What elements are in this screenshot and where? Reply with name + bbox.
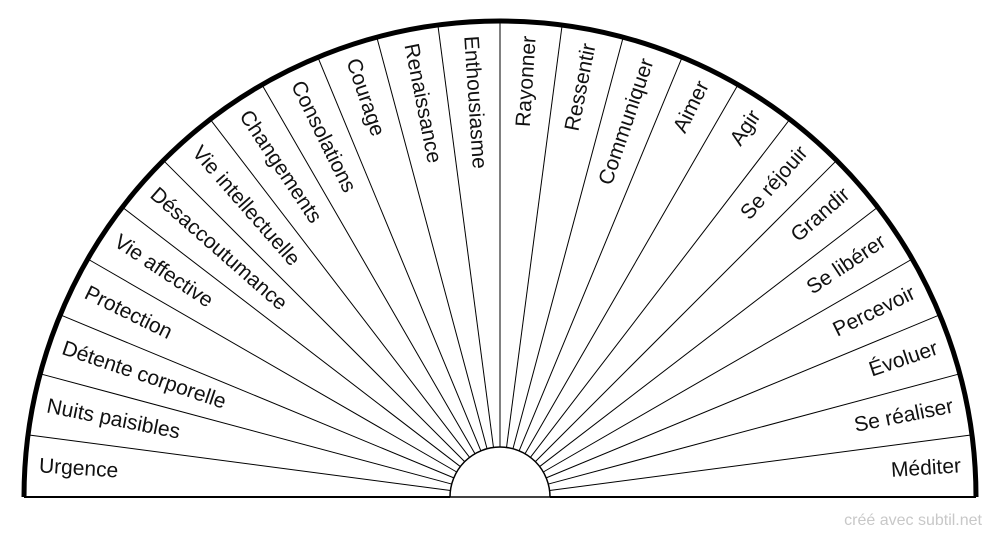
sector-divider bbox=[122, 206, 461, 467]
sector-divider bbox=[317, 57, 482, 451]
sector-label: Grandir bbox=[786, 183, 854, 246]
inner-arc bbox=[449, 446, 551, 498]
sector-label: Courage bbox=[342, 56, 390, 140]
sector-divider bbox=[530, 119, 791, 458]
sector-divider bbox=[163, 160, 465, 462]
sector-divider bbox=[28, 434, 451, 491]
credit-text: créé avec subtil.net bbox=[844, 512, 982, 529]
sector-label: Se libérer bbox=[802, 230, 890, 299]
sector-label: Rayonner bbox=[512, 35, 541, 127]
sector-label: Protection bbox=[81, 281, 176, 343]
sector-divider bbox=[261, 84, 476, 454]
sector-label: Urgence bbox=[38, 454, 119, 482]
sector-divider bbox=[40, 373, 452, 485]
sector-divider bbox=[60, 314, 454, 479]
sector-divider bbox=[524, 84, 739, 454]
sector-dividers bbox=[28, 21, 972, 491]
sector-label: Ressentir bbox=[561, 41, 601, 132]
sector-divider bbox=[506, 25, 563, 448]
sector-label: Nuits paisibles bbox=[45, 395, 182, 444]
sector-divider bbox=[549, 434, 972, 491]
sector-divider bbox=[209, 119, 470, 458]
sector-label: Se réjouir bbox=[736, 141, 813, 224]
sector-label: Méditer bbox=[890, 454, 961, 482]
sector-label: Se réaliser bbox=[852, 395, 955, 437]
sector-divider bbox=[539, 206, 878, 467]
sector-divider bbox=[535, 160, 837, 462]
sector-label: Évoluer bbox=[866, 337, 941, 382]
sector-divider bbox=[87, 258, 457, 473]
sector-label: Percevoir bbox=[829, 281, 919, 341]
sector-label: Communiquer bbox=[594, 56, 658, 188]
sector-label: Agir bbox=[726, 106, 766, 150]
outer-arc bbox=[21, 18, 979, 498]
sector-divider bbox=[543, 258, 913, 473]
sector-divider bbox=[376, 37, 488, 449]
sector-label: Enthousiasme bbox=[459, 35, 491, 169]
sector-divider bbox=[437, 25, 494, 448]
sector-divider bbox=[548, 373, 960, 485]
sector-divider bbox=[546, 314, 940, 479]
sector-divider bbox=[518, 57, 683, 451]
sector-divider bbox=[512, 37, 624, 449]
sector-label: Aimer bbox=[669, 77, 714, 136]
